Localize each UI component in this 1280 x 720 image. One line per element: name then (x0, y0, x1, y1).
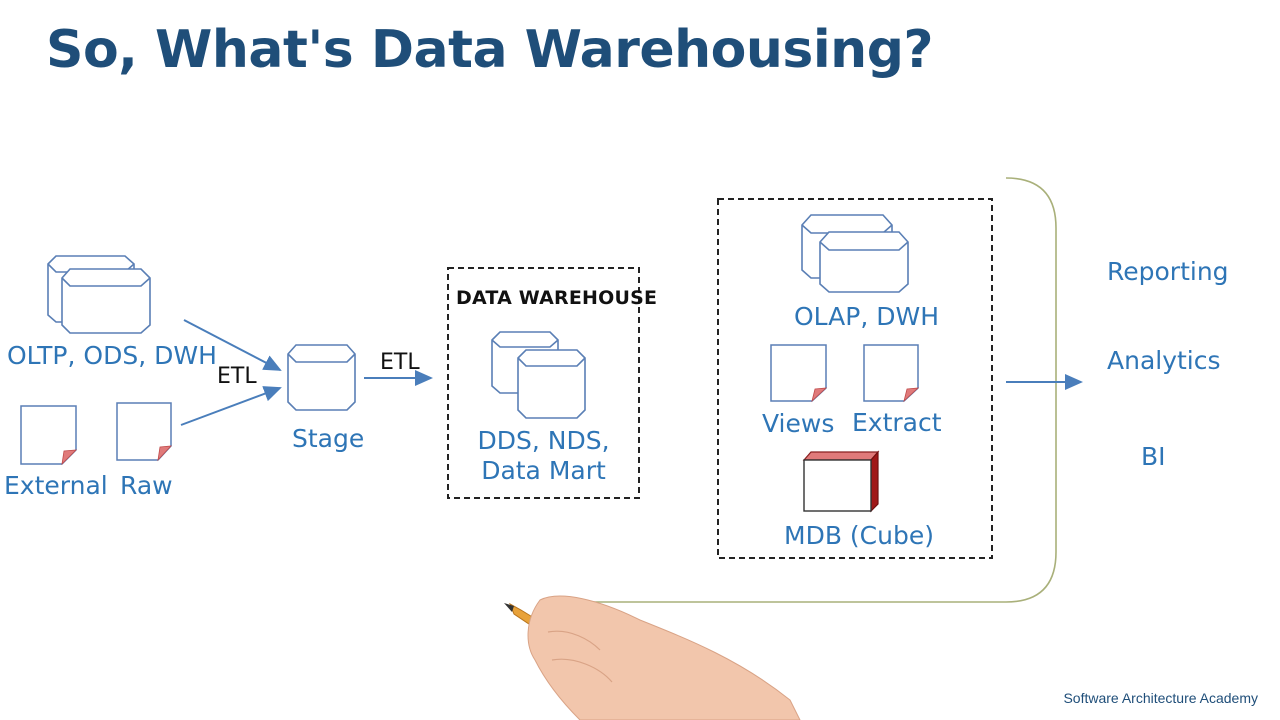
output-analytics: Analytics (1107, 346, 1221, 375)
olap-database-icon (801, 214, 909, 293)
external-document-icon (20, 405, 78, 466)
extract-document-icon (863, 344, 920, 403)
raw-document-icon (116, 402, 173, 462)
source-databases-label: OLTP, ODS, DWH (7, 341, 217, 370)
olap-db-label: OLAP, DWH (794, 302, 940, 331)
views-document-icon (770, 344, 828, 403)
etl-label-2: ETL (380, 350, 420, 375)
stage-label: Stage (292, 424, 365, 453)
stage-database-icon (287, 344, 356, 411)
etl-label-1: ETL (217, 364, 257, 389)
hand-drawing-illustration (504, 595, 801, 720)
cube-icon (802, 450, 880, 513)
warehouse-heading: DATA WAREHOUSE (456, 287, 658, 309)
output-bracket (540, 177, 1057, 603)
views-label: Views (762, 409, 835, 438)
external-label: External (4, 471, 108, 500)
source-database-icon (47, 255, 151, 334)
cube-label: MDB (Cube) (784, 521, 934, 550)
etl-arrow-lower (180, 386, 282, 426)
warehouse-label-line1: DDS, NDS, (477, 426, 610, 455)
page-title: So, What's Data Warehousing? (46, 20, 934, 80)
footer-brand: Software Architecture Academy (1063, 690, 1258, 706)
data-warehouse-box (447, 267, 640, 499)
output-bi: BI (1141, 442, 1166, 471)
warehouse-database-icon (491, 331, 586, 419)
warehouse-label-line2: Data Mart (481, 456, 606, 485)
olap-box (717, 198, 993, 559)
extract-label: Extract (852, 408, 942, 437)
etl-arrow-upper (183, 319, 282, 371)
output-reporting: Reporting (1107, 257, 1229, 286)
raw-label: Raw (120, 471, 173, 500)
